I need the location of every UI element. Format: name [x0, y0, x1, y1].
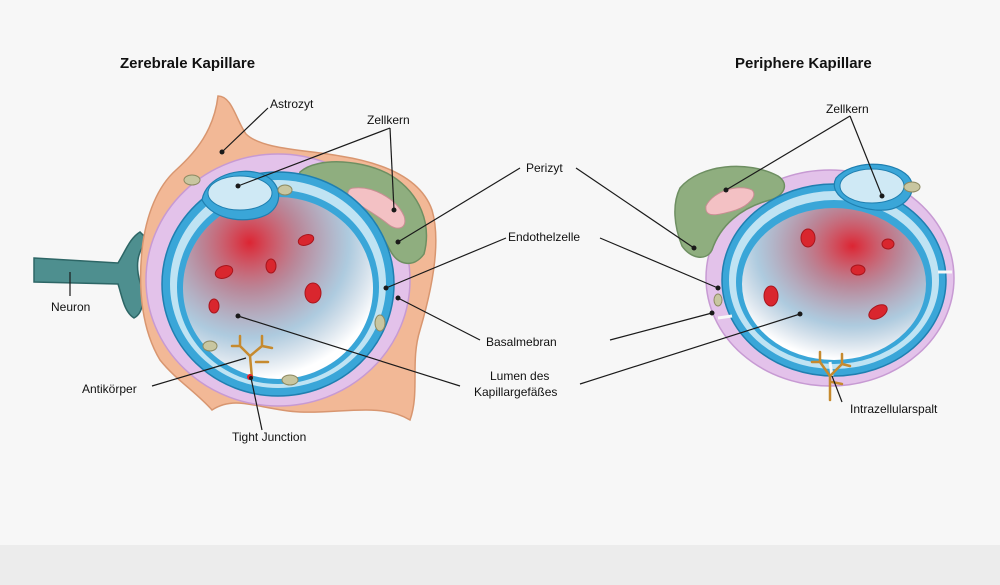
- label-perizyt: Perizyt: [526, 161, 563, 175]
- label-tight-junction: Tight Junction: [232, 430, 306, 444]
- label-zellkern-left: Zellkern: [367, 113, 410, 127]
- mitochondria-right: [713, 181, 921, 307]
- footer-band: [0, 545, 1000, 585]
- cerebral-capillary: [33, 95, 437, 422]
- label-endothelzelle: Endothelzelle: [508, 230, 580, 244]
- blood-cells-right: [763, 228, 895, 320]
- label-astrozyt: Astrozyt: [270, 97, 314, 111]
- lumen-left: [183, 197, 373, 379]
- label-intrazellularspalt: Intrazellularspalt: [850, 402, 938, 416]
- label-basalmembran: Basalmebran: [486, 335, 557, 349]
- mitochondria-left: [183, 174, 386, 386]
- label-lumen-line2: Kapillargefäßes: [474, 385, 557, 399]
- leader-lines: [69, 107, 885, 431]
- antibody-left: [230, 334, 274, 380]
- title-peripheral: Periphere Kapillare: [735, 55, 872, 72]
- label-antikoerper: Antikörper: [82, 382, 137, 396]
- antibody-right: [810, 350, 852, 402]
- label-lumen-line1: Lumen des: [490, 369, 549, 383]
- lumen-right: [742, 208, 926, 360]
- peripheral-capillary: [674, 163, 955, 402]
- label-neuron: Neuron: [51, 300, 90, 314]
- blood-cells-left: [208, 234, 322, 314]
- title-cerebral: Zerebrale Kapillare: [120, 55, 255, 72]
- label-zellkern-right: Zellkern: [826, 102, 869, 116]
